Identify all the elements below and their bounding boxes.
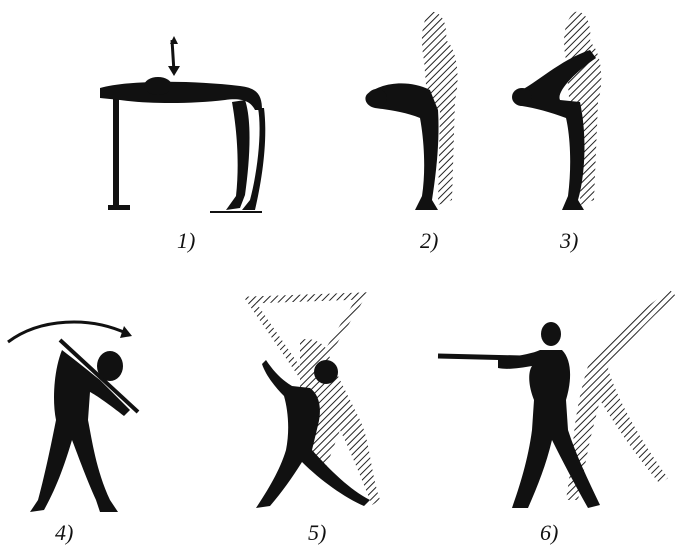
figure-4-side-bend	[8, 322, 138, 512]
figure-2-label: 2)	[420, 230, 438, 252]
figure-6-label: 6)	[540, 522, 558, 544]
figure-3-standing-bend	[512, 12, 601, 210]
figure-3-label: 3)	[560, 230, 578, 252]
figure-2-standing-bend	[365, 12, 457, 210]
figure-6-arm-swing	[438, 290, 676, 508]
figure-1-label: 1)	[177, 230, 195, 252]
figure-4-label: 4)	[55, 522, 73, 544]
figure-1-forward-bend	[100, 36, 265, 212]
figure-5-label: 5)	[308, 522, 326, 544]
figure-5-rope-pull	[250, 296, 380, 508]
